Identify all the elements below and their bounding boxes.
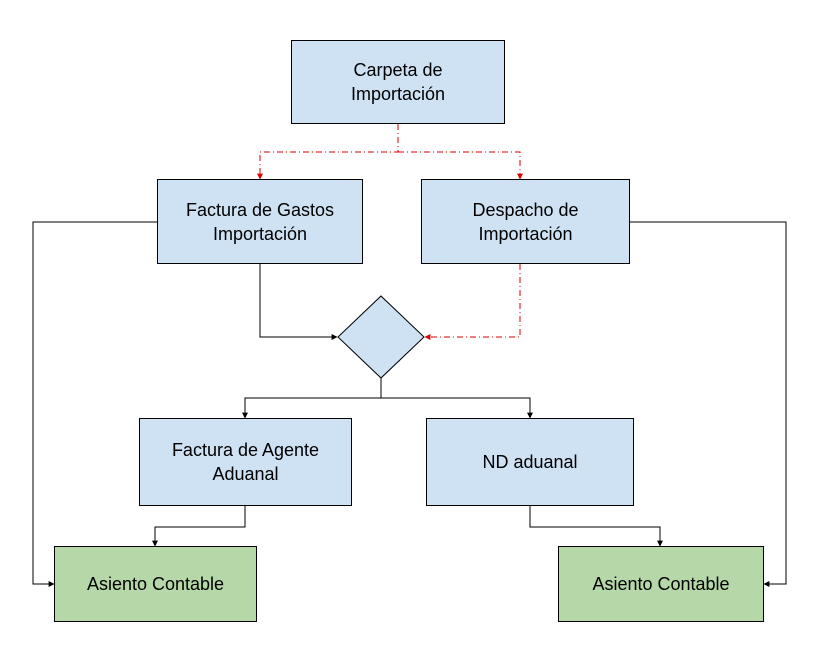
decision-diamond — [337, 295, 425, 379]
connector-decision-to-factura-agente — [242, 397, 381, 419]
node-label: Factura de Agente Aduanal — [171, 440, 320, 484]
node-carpeta-importacion: Carpeta de Importación — [291, 40, 505, 124]
node-label: ND aduanal — [482, 452, 578, 472]
connector-factura-gastos-to-asiento-left — [32, 221, 157, 587]
connector-factura-gastos-to-decision — [259, 264, 338, 340]
node-factura-agente-aduanal: Factura de Agente Aduanal — [139, 418, 352, 506]
node-label: Carpeta de Importación — [350, 60, 446, 104]
connector-factura-agente-to-asiento-left — [152, 506, 246, 547]
connector-carpeta-to-factura-gastos — [257, 124, 399, 180]
connector-decision-to-nd-aduanal — [381, 397, 533, 419]
node-asiento-contable-left: Asiento Contable — [54, 546, 257, 622]
connector-nd-aduanal-to-asiento-right — [529, 506, 663, 547]
connector-despacho-to-decision — [424, 264, 521, 340]
node-nd-aduanal: ND aduanal — [426, 418, 634, 506]
node-factura-gastos-importacion: Factura de Gastos Importación — [157, 179, 363, 264]
node-asiento-contable-right: Asiento Contable — [558, 546, 764, 622]
node-label: Asiento Contable — [592, 574, 730, 594]
node-despacho-importacion: Despacho de Importación — [421, 179, 630, 264]
node-label: Factura de Gastos Importación — [185, 199, 335, 244]
node-label: Asiento Contable — [86, 574, 225, 594]
connector-despacho-to-asiento-right — [630, 221, 787, 587]
node-label: Despacho de Importación — [472, 199, 579, 244]
connector-carpeta-to-despacho — [398, 151, 523, 180]
